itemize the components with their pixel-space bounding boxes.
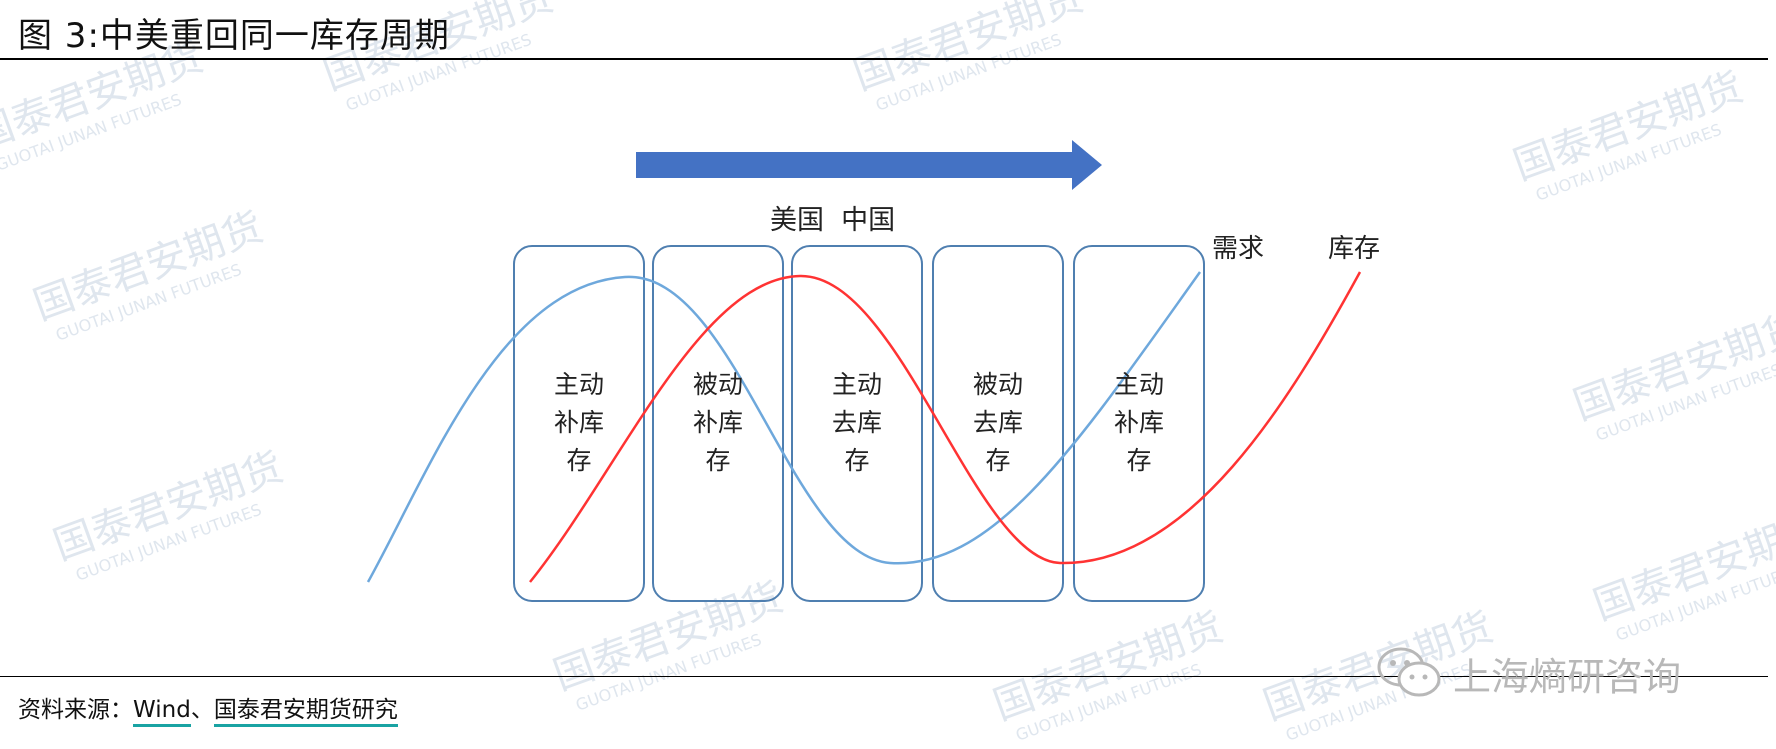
brand-text: 上海熵研咨询 [1453,654,1682,699]
phase-label-4: 被动 去库 存 [933,366,1063,480]
source-note: 资料来源：Wind、国泰君安期货研究 [18,690,398,727]
phase-box-4 [932,245,1064,602]
phase-label-line: 存 [1126,446,1152,475]
phase-label-1: 主动 补库 存 [514,366,644,480]
phase-label-line: 主动 [553,370,604,399]
wechat-icon [1377,647,1441,697]
source-wind: Wind [133,697,191,727]
phase-box-5 [1073,245,1205,602]
bottom-rule [0,676,1768,677]
phase-label-line: 被动 [972,370,1023,399]
top-rule [0,58,1768,60]
source-separator: 、 [190,697,214,723]
legend-inventory: 库存 [1328,234,1381,264]
phase-label-line: 存 [566,446,592,475]
phase-box-1 [513,245,645,602]
phase-label-line: 主动 [831,370,882,399]
phase-box-3 [791,245,923,602]
phase-label-line: 补库 [553,408,604,437]
phase-label-5: 主动 补库 存 [1074,366,1204,480]
phase-label-3: 主动 去库 存 [792,366,922,480]
inventory-curve [529,271,1362,583]
phase-label-line: 去库 [831,408,882,437]
phase-label-line: 存 [705,446,731,475]
country-label: 美国 中国 [770,205,896,236]
source-prefix: 资料来源： [18,697,133,723]
phase-label-line: 存 [985,446,1011,475]
brand-watermark: 上海熵研咨询 [1375,645,1681,701]
phase-label-line: 补库 [1113,408,1164,437]
phase-label-2: 被动 补库 存 [653,366,783,480]
phase-label-line: 存 [844,446,870,475]
demand-curve [366,271,1202,583]
phase-label-line: 被动 [692,370,743,399]
phase-box-2 [652,245,784,602]
phase-label-line: 去库 [972,408,1023,437]
legend-demand: 需求 [1212,234,1265,264]
figure-title: 图 3:中美重回同一库存周期 [18,16,450,56]
direction-arrow [636,140,1102,190]
phase-label-line: 补库 [692,408,743,437]
source-org: 国泰君安期货研究 [213,697,398,727]
phase-label-line: 主动 [1113,370,1164,399]
